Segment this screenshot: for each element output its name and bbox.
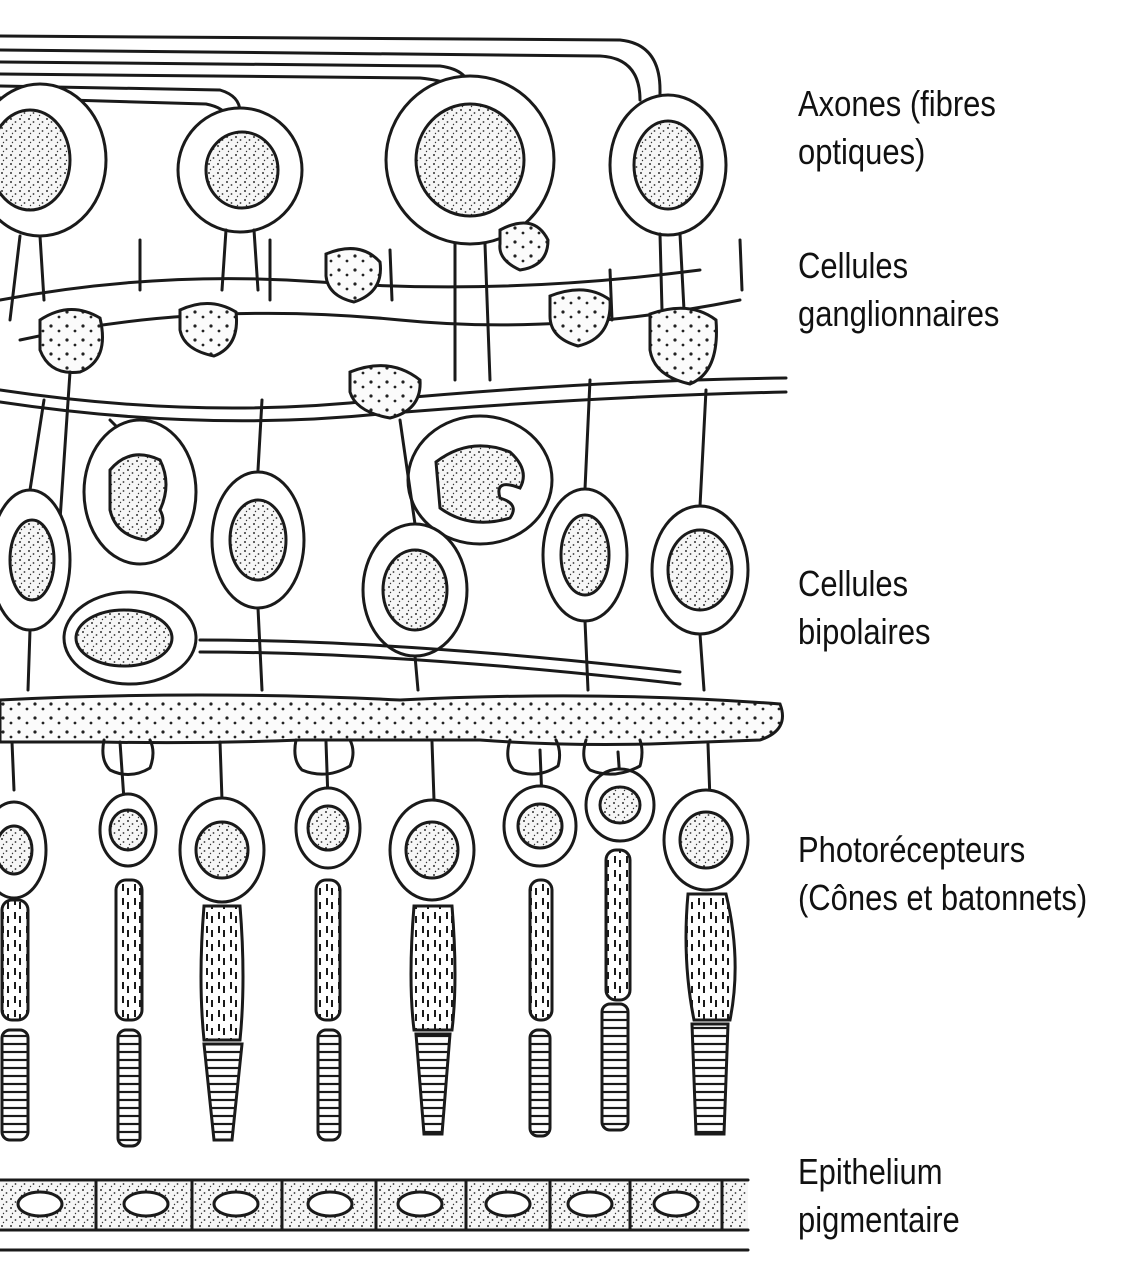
label-bipolar-cells: Cellules bipolaires [798, 560, 931, 656]
bipolar-cells [0, 370, 750, 692]
label-axones: Axones (fibres optiques) [798, 80, 996, 176]
label-bipolar-line1: Cellules [798, 563, 909, 604]
label-photo-line1: Photorécepteurs [798, 829, 1026, 870]
optic-fibers [0, 34, 662, 120]
label-bipolar-line2: bipolaires [798, 611, 931, 652]
pigment-epithelium [0, 1178, 750, 1252]
outer-plexiform-layer [0, 693, 784, 746]
label-pigment-epithelium: Epithelium pigmentaire [798, 1148, 960, 1244]
amacrine-cells [38, 221, 718, 420]
label-ganglion-line2: ganglionnaires [798, 293, 1000, 334]
label-ganglion-cells: Cellules ganglionnaires [798, 242, 999, 338]
ganglion-cells [0, 74, 728, 246]
label-photoreceptors: Photorécepteurs (Cônes et batonnets) [798, 826, 1087, 922]
label-axones-line2: optiques) [798, 131, 926, 172]
label-epith-line1: Epithelium [798, 1151, 943, 1192]
label-epith-line2: pigmentaire [798, 1199, 960, 1240]
label-axones-line1: Axones (fibres [798, 83, 996, 124]
photoreceptors [0, 738, 750, 1148]
label-ganglion-line1: Cellules [798, 245, 909, 286]
label-photo-line2: (Cônes et batonnets) [798, 877, 1088, 918]
